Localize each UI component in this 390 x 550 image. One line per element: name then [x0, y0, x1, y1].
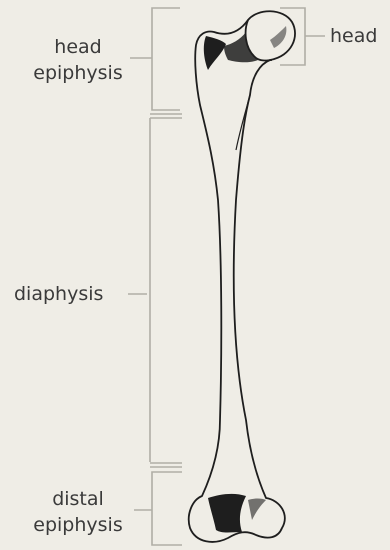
distal-epiphysis-bracket: [134, 472, 182, 545]
distal-epiphysis-line1: distal: [22, 486, 134, 512]
distal-epiphysis-line2: epiphysis: [22, 512, 134, 538]
diaphysis-label: diaphysis: [14, 281, 103, 307]
head-epiphysis-line1: head: [28, 34, 128, 60]
head-epiphysis-label: head epiphysis: [28, 34, 128, 86]
femur-bone: [189, 11, 295, 542]
distal-epiphysis-label: distal epiphysis: [22, 486, 134, 538]
head-label: head: [330, 23, 377, 49]
head-epiphysis-bracket: [130, 8, 180, 110]
diaphysis-bracket: [128, 114, 182, 467]
head-epiphysis-line2: epiphysis: [28, 60, 128, 86]
